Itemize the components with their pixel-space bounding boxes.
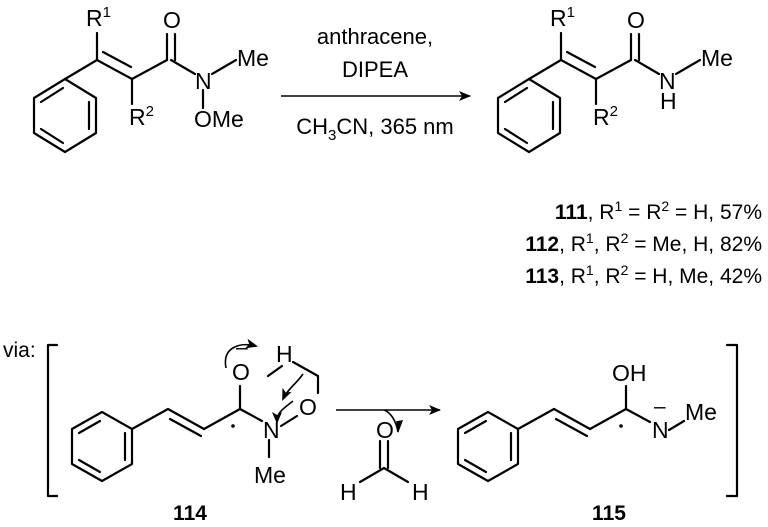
- double-bond: [166, 407, 206, 431]
- double-bond: [552, 407, 592, 431]
- nitrogen-label: N: [652, 417, 669, 443]
- methoxy-label: OMe: [194, 106, 244, 132]
- condition-reagent-1: anthracene,: [317, 24, 433, 49]
- ring-oxygen-label: O: [299, 394, 317, 420]
- via-label: via:: [3, 339, 36, 362]
- product: R1 R2 O N Me H: [496, 4, 733, 154]
- amide-hydrogen-label: H: [660, 88, 677, 114]
- r1-label: R1: [86, 4, 111, 31]
- bond: [279, 414, 299, 428]
- formaldehyde-oxygen-label: O: [376, 417, 394, 443]
- nitrogen-label: N: [659, 68, 676, 94]
- bond: [674, 58, 702, 76]
- condition-reagent-2: DIPEA: [342, 57, 408, 82]
- methyl-label: Me: [685, 399, 717, 425]
- methyl-label: Me: [701, 45, 733, 71]
- intermediate-115: OH N – Me: [456, 360, 717, 483]
- electron-push-arrow: [272, 400, 294, 424]
- bond: [169, 58, 197, 76]
- result-113: 113, R1, R2 = H, Me, 42%: [525, 262, 762, 288]
- compound-label-114: 114: [173, 502, 207, 525]
- carbonyl-oxygen-label: O: [627, 7, 645, 33]
- r2-label: R2: [129, 103, 154, 130]
- bond: [588, 407, 628, 431]
- formaldehyde: O H H: [340, 417, 429, 505]
- results-list: 111, R1 = R2 = H, 57% 112, R1, R2 = Me, …: [525, 198, 762, 288]
- right-bracket: [725, 343, 739, 498]
- starting-material: R1 R2 O N Me OMe: [32, 4, 269, 154]
- hydroxyl-label: OH: [612, 360, 647, 386]
- bond: [63, 58, 99, 81]
- r1-label: R1: [550, 4, 575, 31]
- bond: [130, 58, 169, 81]
- bond: [291, 360, 320, 378]
- double-bond: [95, 58, 134, 81]
- hydrogen-label: H: [276, 341, 293, 367]
- reaction-arrow: anthracene, DIPEA CH3CN, 365 nm: [281, 24, 471, 144]
- methyl-label: Me: [237, 45, 269, 71]
- fragmentation-arrow: [336, 405, 441, 433]
- condition-solvent-wavelength: CH3CN, 365 nm: [296, 114, 454, 144]
- electron-push-arrow: [282, 373, 304, 401]
- benzene-ring: [496, 77, 562, 154]
- negative-charge: –: [236, 336, 248, 359]
- radical-dot: [231, 424, 235, 428]
- bond: [527, 58, 563, 81]
- double-bond-inner: [168, 417, 203, 438]
- bond: [130, 407, 170, 431]
- electron-push-arrow: [224, 338, 258, 369]
- formaldehyde-hydrogen-label: H: [412, 479, 429, 505]
- compound-label-115: 115: [592, 502, 626, 525]
- result-112: 112, R1, R2 = Me, H, 82%: [525, 230, 762, 256]
- benzene-ring: [32, 77, 98, 154]
- negative-charge: –: [654, 395, 666, 418]
- bond: [238, 407, 264, 423]
- benzene-ring: [70, 410, 134, 483]
- bond: [624, 407, 652, 424]
- r2-label: R2: [593, 103, 618, 130]
- nitrogen-label: N: [195, 68, 212, 94]
- bond: [210, 58, 238, 76]
- alkoxide-oxygen-label: O: [232, 359, 250, 385]
- double-bond-inner: [101, 50, 133, 69]
- left-bracket: [46, 343, 59, 498]
- radical-dot: [619, 424, 623, 428]
- bond: [667, 419, 686, 432]
- double-bond-inner: [554, 417, 589, 438]
- bond: [516, 407, 556, 431]
- double-bond-inner: [565, 50, 597, 69]
- methyl-label: Me: [254, 462, 286, 488]
- intermediate-114: O – N O H Me: [70, 336, 320, 488]
- carbonyl-oxygen-label: O: [163, 7, 181, 33]
- benzene-ring: [456, 410, 520, 483]
- bond: [202, 407, 242, 431]
- result-111: 111, R1 = R2 = H, 57%: [555, 198, 762, 224]
- bond: [266, 364, 284, 378]
- double-bond: [559, 58, 598, 81]
- formaldehyde-hydrogen-label: H: [340, 479, 357, 505]
- bond: [633, 58, 661, 76]
- bond: [594, 58, 633, 81]
